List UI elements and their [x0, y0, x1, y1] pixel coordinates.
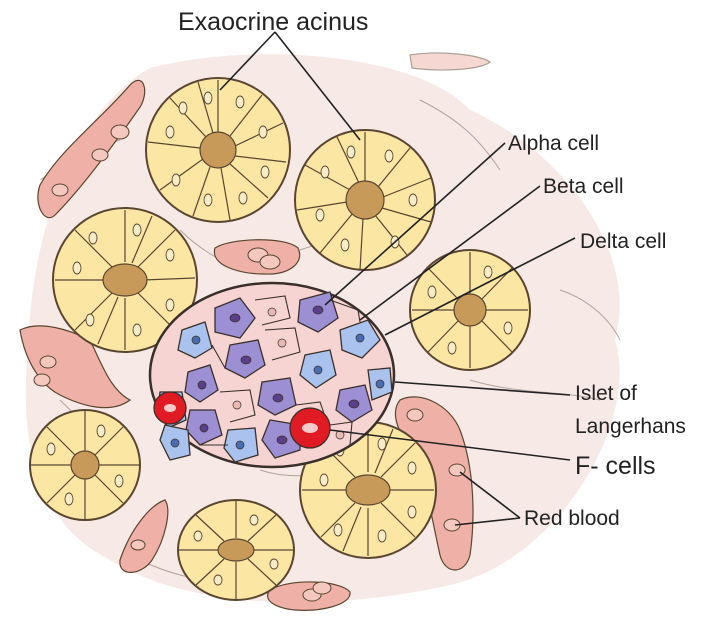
label-islet-line2: Langerhans [575, 415, 686, 438]
label-islet-line1: Islet of [575, 382, 637, 405]
label-exocrine-acinus: Exaocrine acinus [178, 8, 368, 36]
vessel [410, 53, 490, 70]
acinus [146, 78, 290, 222]
acinus [410, 250, 530, 370]
acinus [295, 130, 435, 270]
label-beta-cell: Beta cell [543, 175, 624, 198]
label-f-cells: F- cells [575, 452, 656, 480]
label-delta-cell: Delta cell [580, 230, 666, 253]
label-alpha-cell: Alpha cell [508, 132, 599, 155]
acinus [30, 410, 140, 520]
islet-of-langerhans [150, 283, 394, 467]
acinus [178, 500, 294, 600]
label-red-blood: Red blood [524, 507, 620, 530]
